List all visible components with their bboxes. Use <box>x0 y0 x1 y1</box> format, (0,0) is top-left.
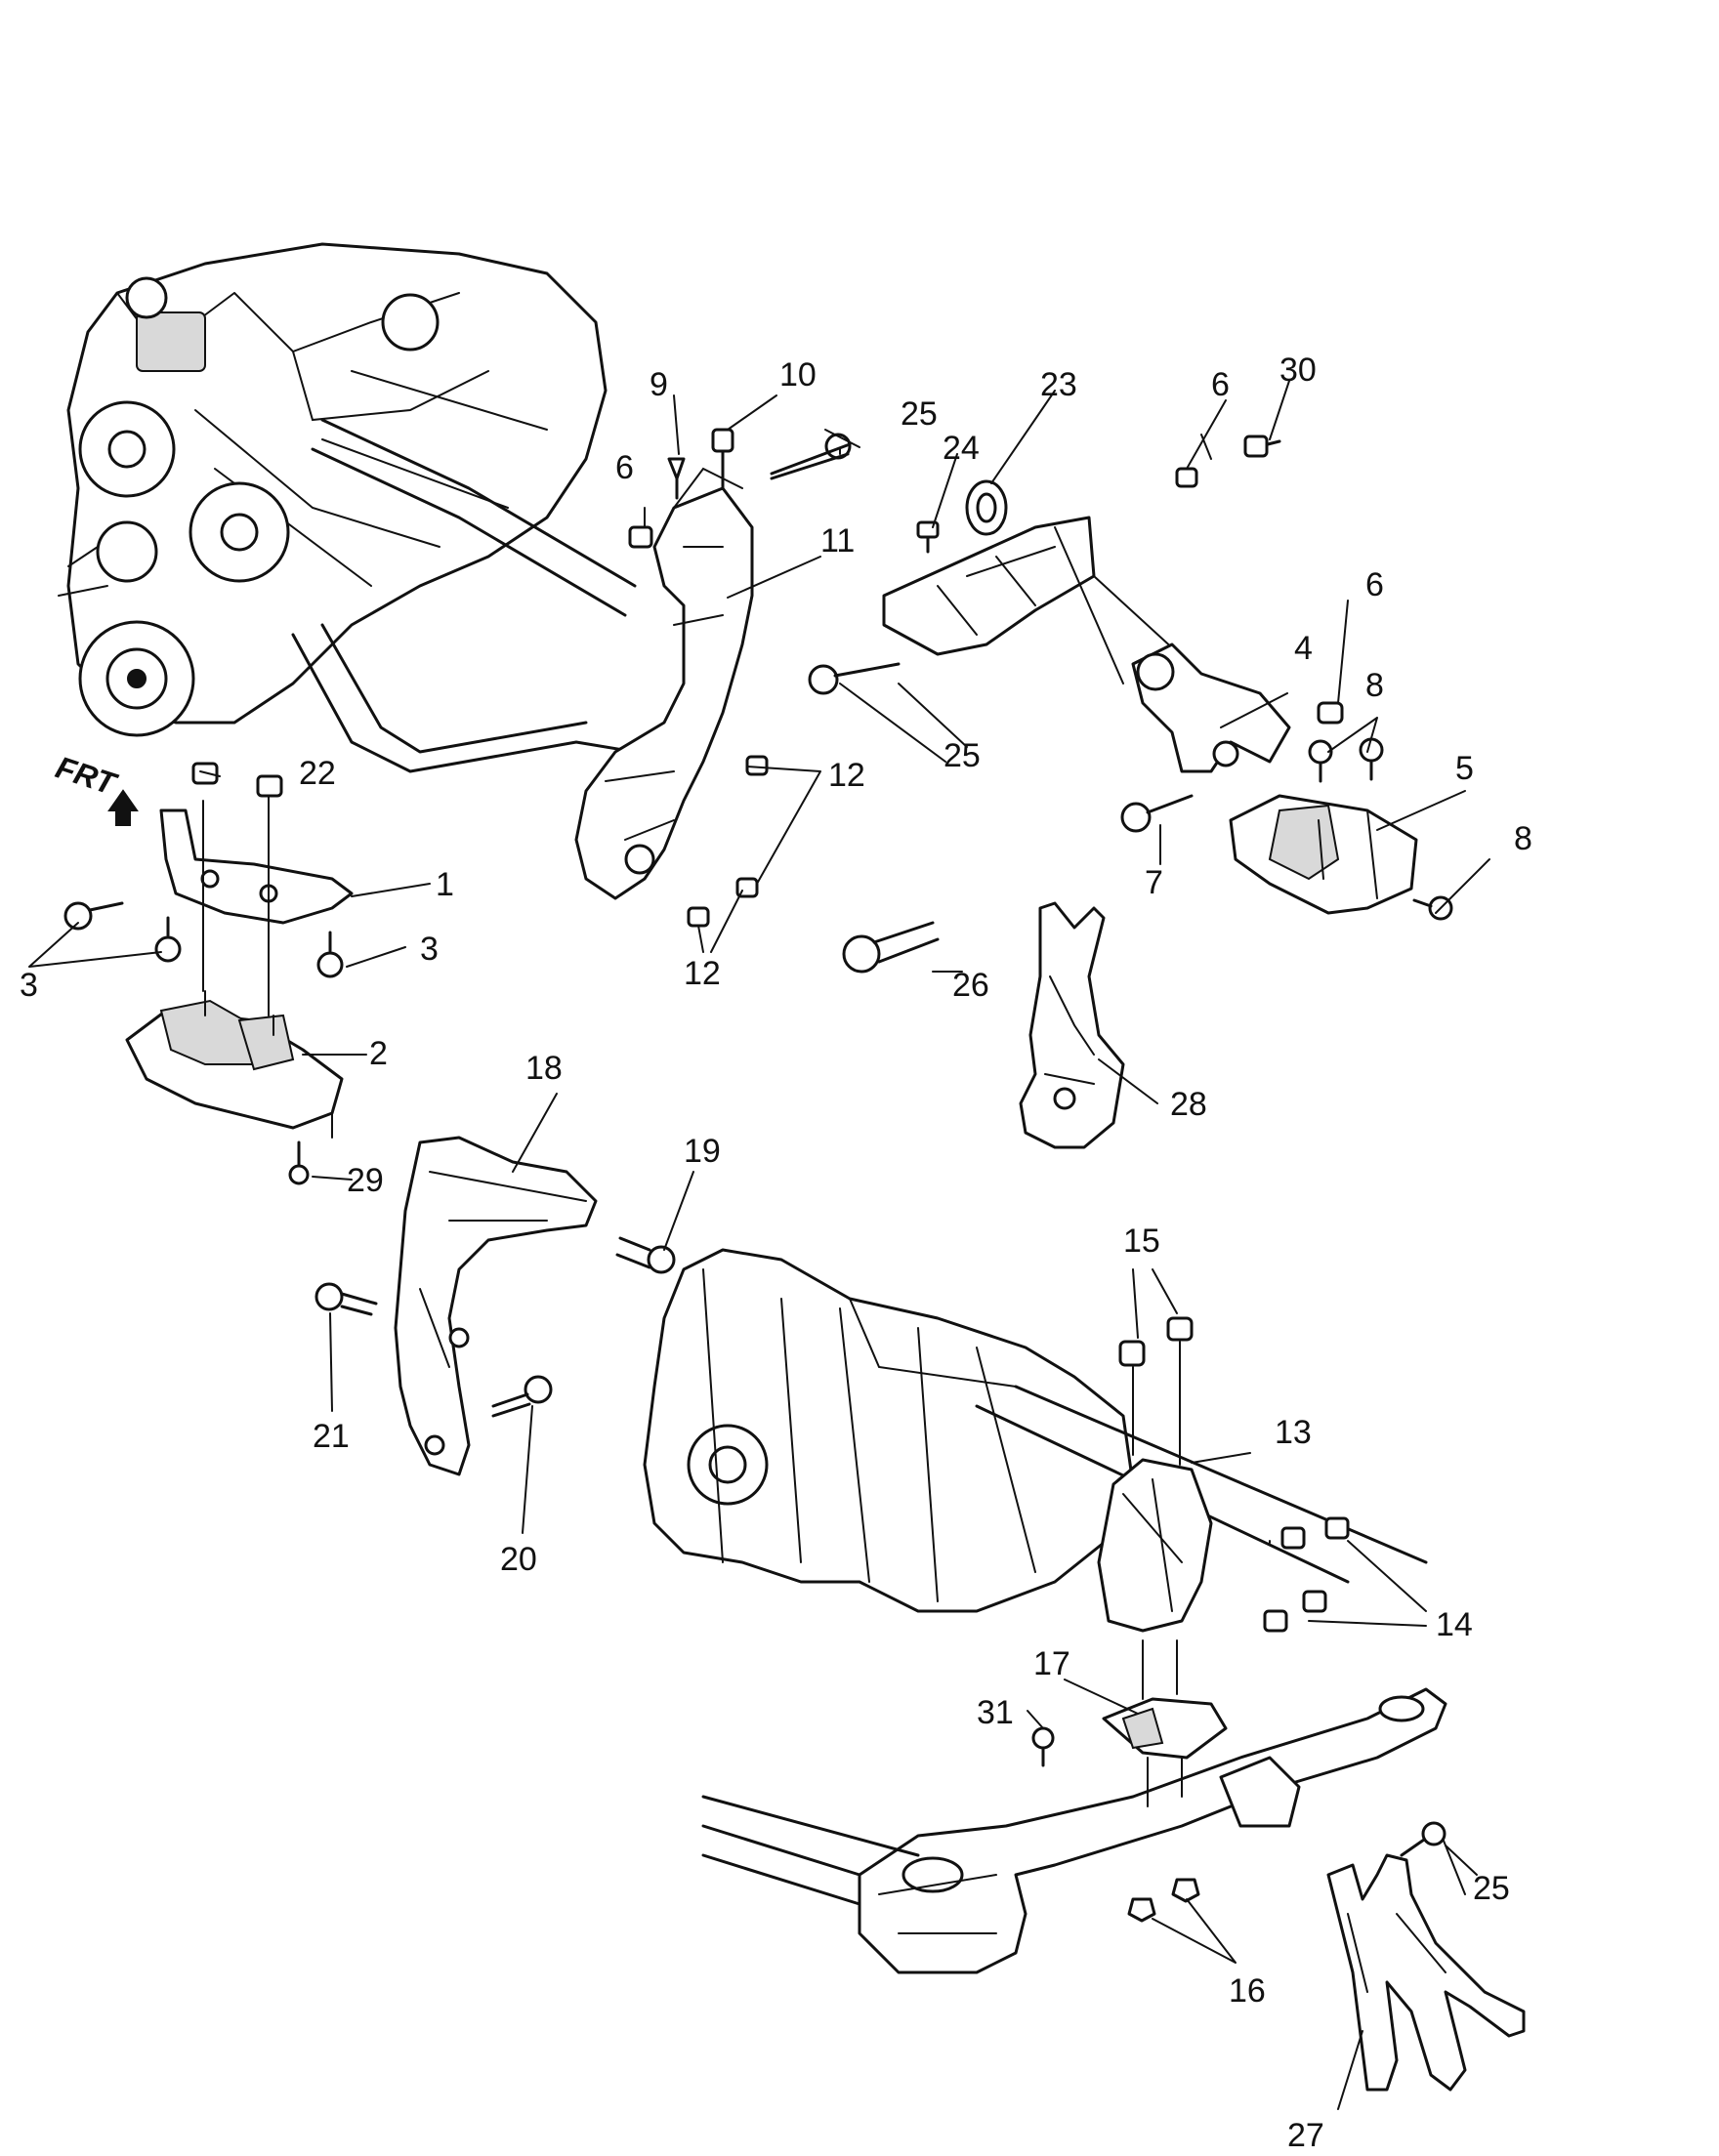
front-label: FRT <box>52 749 122 802</box>
callout-19: 19 <box>684 1133 721 1170</box>
callout-1: 1 <box>436 866 454 903</box>
callout-14: 14 <box>1436 1606 1473 1643</box>
crossmember <box>701 1687 1447 1974</box>
mount-insulator-2 <box>125 990 344 1139</box>
callout-31: 31 <box>977 1694 1014 1731</box>
mount-17 <box>1102 1639 1228 1760</box>
callout-3-left: 3 <box>20 967 38 1004</box>
mount-bracket-1 <box>159 808 354 925</box>
callout-9: 9 <box>650 366 668 403</box>
bracket-27 <box>1326 1821 1526 2092</box>
callout-6-right: 6 <box>1365 566 1384 603</box>
nut-22 <box>191 762 283 798</box>
fasteners-upper-right <box>808 435 1453 921</box>
callout-4: 4 <box>1294 630 1313 667</box>
callout-25-mid: 25 <box>943 737 981 774</box>
callout-3-right: 3 <box>420 931 439 968</box>
strut-4 <box>1131 643 1291 773</box>
callout-25-bottom: 25 <box>1473 1870 1510 1907</box>
callout-16: 16 <box>1229 1972 1266 2010</box>
fasteners-13-14-15 <box>1118 1316 1350 1633</box>
bolts-19-20-21 <box>314 1236 676 1418</box>
bracket-13 <box>1097 1458 1213 1633</box>
callout-29: 29 <box>347 1162 384 1199</box>
callout-8-upper: 8 <box>1365 667 1384 704</box>
callout-21: 21 <box>313 1418 350 1455</box>
front-direction-indicator: FRT <box>52 749 139 826</box>
callout-28: 28 <box>1170 1086 1207 1123</box>
bracket-18 <box>394 1136 598 1476</box>
bolt-25-top <box>770 433 852 480</box>
callout-10: 10 <box>779 356 817 394</box>
bolts-3 <box>63 901 344 978</box>
bracket-28 <box>1019 901 1125 1149</box>
leader-lines <box>28 380 1490 2110</box>
callout-7: 7 <box>1145 864 1163 901</box>
callout-8-lower: 8 <box>1514 820 1532 857</box>
callout-18: 18 <box>525 1050 563 1087</box>
transaxle <box>643 1248 1428 1613</box>
mount-5 <box>1229 794 1418 915</box>
callout-27: 27 <box>1287 2117 1324 2154</box>
front-arrow-icon <box>107 789 139 826</box>
strut-bracket-11 <box>574 467 754 900</box>
callout-23: 23 <box>1040 366 1077 403</box>
bolt-26 <box>842 921 940 974</box>
callout-15: 15 <box>1123 1223 1160 1260</box>
callout-17: 17 <box>1033 1645 1070 1682</box>
callout-13: 13 <box>1275 1414 1312 1451</box>
callout-2: 2 <box>369 1035 388 1072</box>
callout-6-left: 6 <box>615 449 634 486</box>
callout-20: 20 <box>500 1541 537 1578</box>
callout-numbers: 1 2 3 3 4 5 6 6 6 7 8 8 9 10 11 12 12 12… <box>20 352 1532 2154</box>
callout-12-right: 12 <box>828 757 865 794</box>
callout-26: 26 <box>952 967 989 1004</box>
callout-30: 30 <box>1279 352 1317 389</box>
callout-24: 24 <box>943 430 980 467</box>
callout-11: 11 <box>820 522 855 560</box>
engine-assembly <box>58 242 637 773</box>
callout-12-bottom: 12 <box>684 955 721 992</box>
bolt-29 <box>288 1140 310 1185</box>
callout-5: 5 <box>1455 750 1474 787</box>
callout-25-top: 25 <box>901 395 938 433</box>
bracket-23 <box>882 479 1212 684</box>
callout-22: 22 <box>299 755 336 792</box>
callout-6-top: 6 <box>1211 366 1230 403</box>
